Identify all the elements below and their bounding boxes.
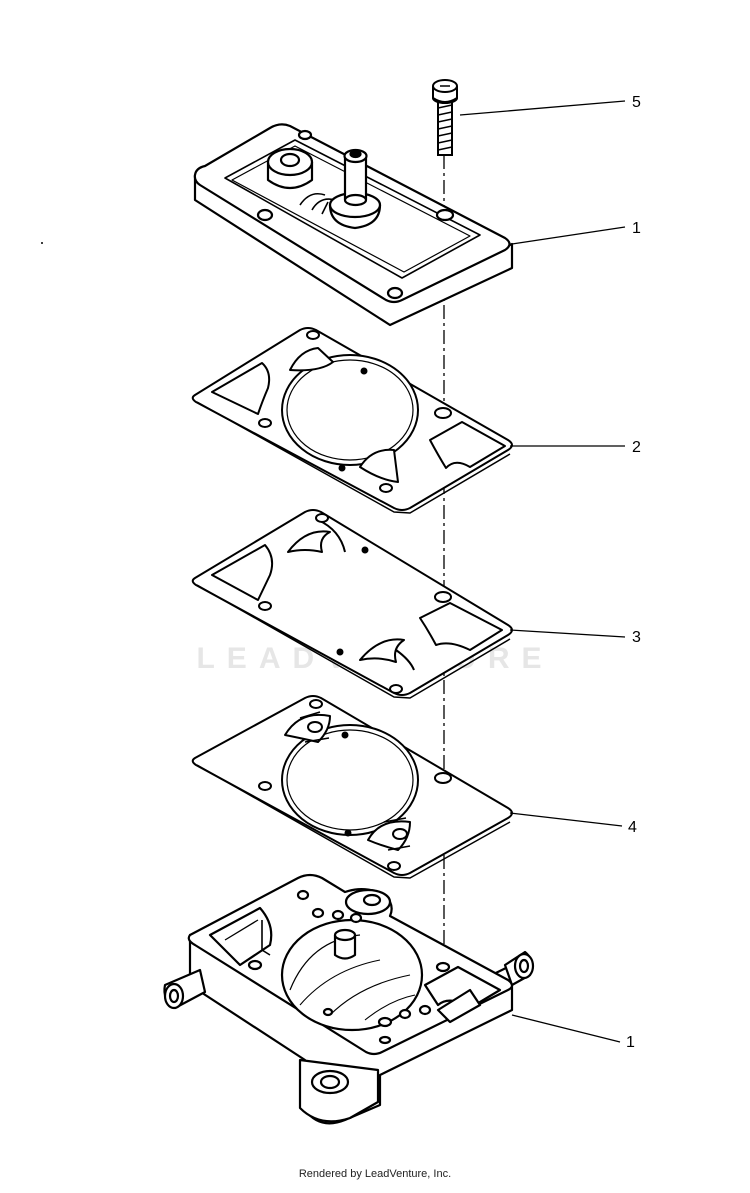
- gasket-3-part: [191, 509, 513, 699]
- callout-4: 4: [628, 819, 637, 836]
- footer-credit: Rendered by LeadVenture, Inc.: [298, 1168, 452, 1180]
- gasket-4-part: [191, 695, 513, 879]
- callout-1-top: 1: [632, 220, 641, 237]
- callout-5: 5: [632, 94, 641, 111]
- callout-labels: 5 1 2 3 4 1: [626, 94, 641, 1051]
- leader-line-1-top: [511, 226, 626, 245]
- screw-part: [432, 79, 458, 156]
- leader-line-1-bottom: [511, 1014, 621, 1043]
- leader-line-4: [509, 812, 623, 827]
- leader-line-3: [509, 629, 626, 638]
- leader-lines: [459, 100, 626, 1043]
- top-cover-part: [193, 123, 514, 327]
- callout-1-bottom: 1: [626, 1034, 635, 1051]
- pump-body-part: [163, 873, 535, 1125]
- gasket-2-part: [191, 327, 513, 514]
- callout-3: 3: [632, 629, 641, 646]
- callout-2: 2: [632, 439, 641, 456]
- leader-line-5: [459, 100, 626, 116]
- speck: [41, 242, 43, 244]
